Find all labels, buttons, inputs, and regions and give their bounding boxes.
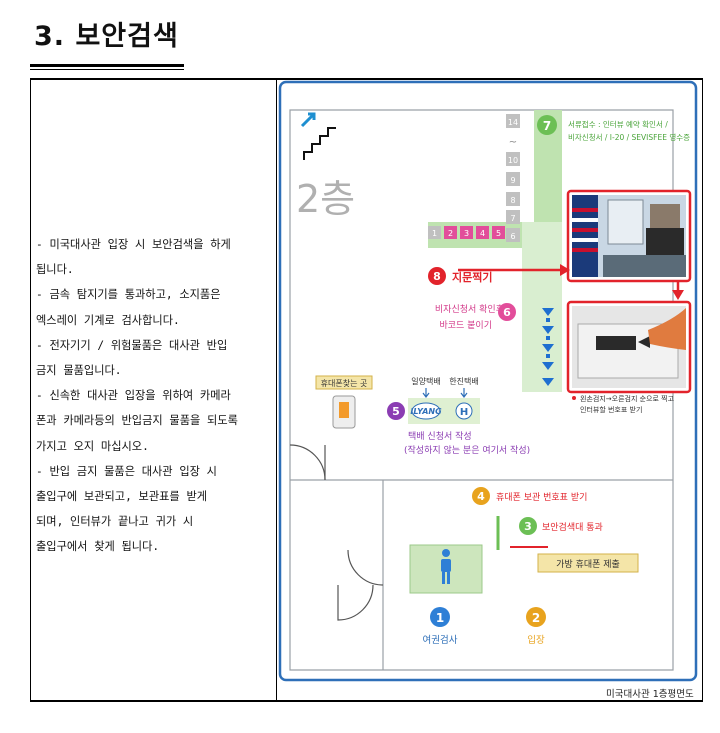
svg-text:H: H <box>460 407 468 418</box>
person-icon <box>441 549 451 584</box>
arrow-head-icon <box>560 264 570 276</box>
step5-badge <box>387 402 405 420</box>
step7-text: 비자신청서 / I-20 / SEVISFEE 영수증 <box>568 132 690 142</box>
floor-label: 2층 <box>296 177 355 221</box>
step1-text: 여권검사 <box>423 634 458 646</box>
description-line: 됩니다. <box>36 263 74 277</box>
svg-text:3: 3 <box>524 520 532 533</box>
step2-badge <box>526 607 546 627</box>
svg-text:6: 6 <box>510 232 515 241</box>
svg-text:14: 14 <box>508 118 518 127</box>
phone-pickup-label: 휴대폰찾는 곳 <box>321 378 368 388</box>
svg-text:~: ~ <box>509 137 517 148</box>
svg-text:7: 7 <box>510 214 515 223</box>
courier-logo-icon: ILYANG <box>410 402 442 420</box>
svg-text:3: 3 <box>464 229 469 238</box>
stairs-icon <box>300 112 336 160</box>
phone-locker-icon <box>332 395 356 429</box>
door-arc-icon <box>337 584 374 621</box>
embassy-window-photo <box>566 189 692 283</box>
svg-text:2: 2 <box>532 611 540 625</box>
blue-flow-arrows-icon <box>542 308 554 386</box>
courier-logo-icon: H <box>455 402 473 420</box>
description-line: - 금속 탐지기를 통과하고, 소지품은 <box>36 288 221 302</box>
step7-text: 서류접수 : 인터뷰 예약 확인서 / <box>568 119 668 129</box>
svg-text:1: 1 <box>436 611 444 625</box>
door-arc-icon <box>347 549 384 586</box>
title-underline-thin <box>30 69 184 70</box>
description-line: 가지고 오지 마십시오. <box>36 439 149 453</box>
svg-text:2: 2 <box>448 229 453 238</box>
svg-text:4: 4 <box>477 490 485 503</box>
courier-right-label: 한진택배 <box>449 376 478 386</box>
step2-text: 입장 <box>527 634 545 646</box>
step4-text: 휴대폰 보관 번호표 받기 <box>496 492 587 503</box>
svg-text:1: 1 <box>432 229 437 238</box>
description-line: 되며, 인터뷰가 끝나고 귀가 시 <box>36 515 194 529</box>
arrow-head-icon <box>672 290 684 300</box>
arrow-down-icon <box>422 388 430 398</box>
svg-text:8: 8 <box>433 270 441 283</box>
svg-text:9: 9 <box>510 176 515 185</box>
phone-pickup-label-box <box>315 375 373 390</box>
description-line: 엑스레이 기계로 검사합니다. <box>36 313 180 327</box>
svg-text:5: 5 <box>392 405 400 418</box>
floor-plan-svg: 2층 14 ~ 10 9 8 7 6 1 2 3 <box>278 80 698 682</box>
step6-text: 비자신청서 확인후 <box>435 303 504 315</box>
description-line: 출입구에 보관되고, 보관표를 받게 <box>36 490 208 504</box>
embassy-floor-plan: 2층 14 ~ 10 9 8 7 6 1 2 3 <box>278 80 700 700</box>
table-column-divider <box>276 78 277 702</box>
svg-text:4: 4 <box>480 229 485 238</box>
svg-text:ILYANG: ILYANG <box>410 407 442 416</box>
svg-text:8: 8 <box>510 196 515 205</box>
step3-text: 보안검색대 통과 <box>542 521 603 533</box>
step1-badge <box>430 607 450 627</box>
section-title: 3. 보안검색 <box>34 21 179 52</box>
fingerprint-scanner-photo <box>566 300 692 394</box>
svg-text:5: 5 <box>496 229 501 238</box>
step3-badge <box>519 517 537 535</box>
description-line: 폰과 카메라등의 반입금지 물품을 되도록 <box>36 414 238 428</box>
title-underline <box>30 64 184 67</box>
step7-badge <box>537 115 557 135</box>
step8-text: 지문찍기 <box>452 270 492 284</box>
window-numbers-vertical: 14 ~ 10 9 8 7 6 <box>506 114 520 242</box>
description-line: 출입구에서 찾게 됩니다. <box>36 540 160 554</box>
description-line: - 미국대사관 입장 시 보안검색을 하게 <box>36 238 231 251</box>
step5-text: (작성하지 않는 분은 여기서 작성) <box>404 444 530 456</box>
security-description: - 미국대사관 입장 시 보안검색을 하게 됩니다. - 금속 탐지기를 통과하… <box>36 232 272 560</box>
fingerprint-note: 인터뷰할 번호표 받기 <box>580 405 642 414</box>
step5-text: 택배 신청서 작성 <box>408 431 472 442</box>
map-caption: 미국대사관 1층평면도 <box>606 689 694 700</box>
bag-phone-box <box>537 553 639 573</box>
svg-text:7: 7 <box>543 119 551 133</box>
svg-text:10: 10 <box>508 156 518 165</box>
bag-phone-label: 가방 휴대폰 제출 <box>556 559 620 570</box>
description-line: - 신속한 대사관 입장을 위하여 카메라 <box>36 389 231 403</box>
description-line: - 반입 금지 물품은 대사관 입장 시 <box>36 464 217 478</box>
step8-badge <box>428 267 446 285</box>
bullet-icon <box>572 396 576 400</box>
fingerprint-note: 왼손검지→오른검지 순으로 찍고 <box>580 394 675 403</box>
step6-badge <box>498 303 516 321</box>
description-line: - 전자기기 / 위험물품은 대사관 반입 <box>36 338 228 352</box>
window-numbers-row: 1 2 3 4 5 <box>428 226 505 239</box>
arrow-down-icon <box>460 388 468 398</box>
courier-left-label: 일양택배 <box>411 376 440 386</box>
content-table <box>30 78 703 702</box>
green-corridor-lower <box>522 222 562 392</box>
svg-text:6: 6 <box>503 306 511 319</box>
step6-text: 바코드 붙이기 <box>439 320 492 331</box>
step4-badge <box>472 487 490 505</box>
description-line: 금지 물품입니다. <box>36 364 122 378</box>
